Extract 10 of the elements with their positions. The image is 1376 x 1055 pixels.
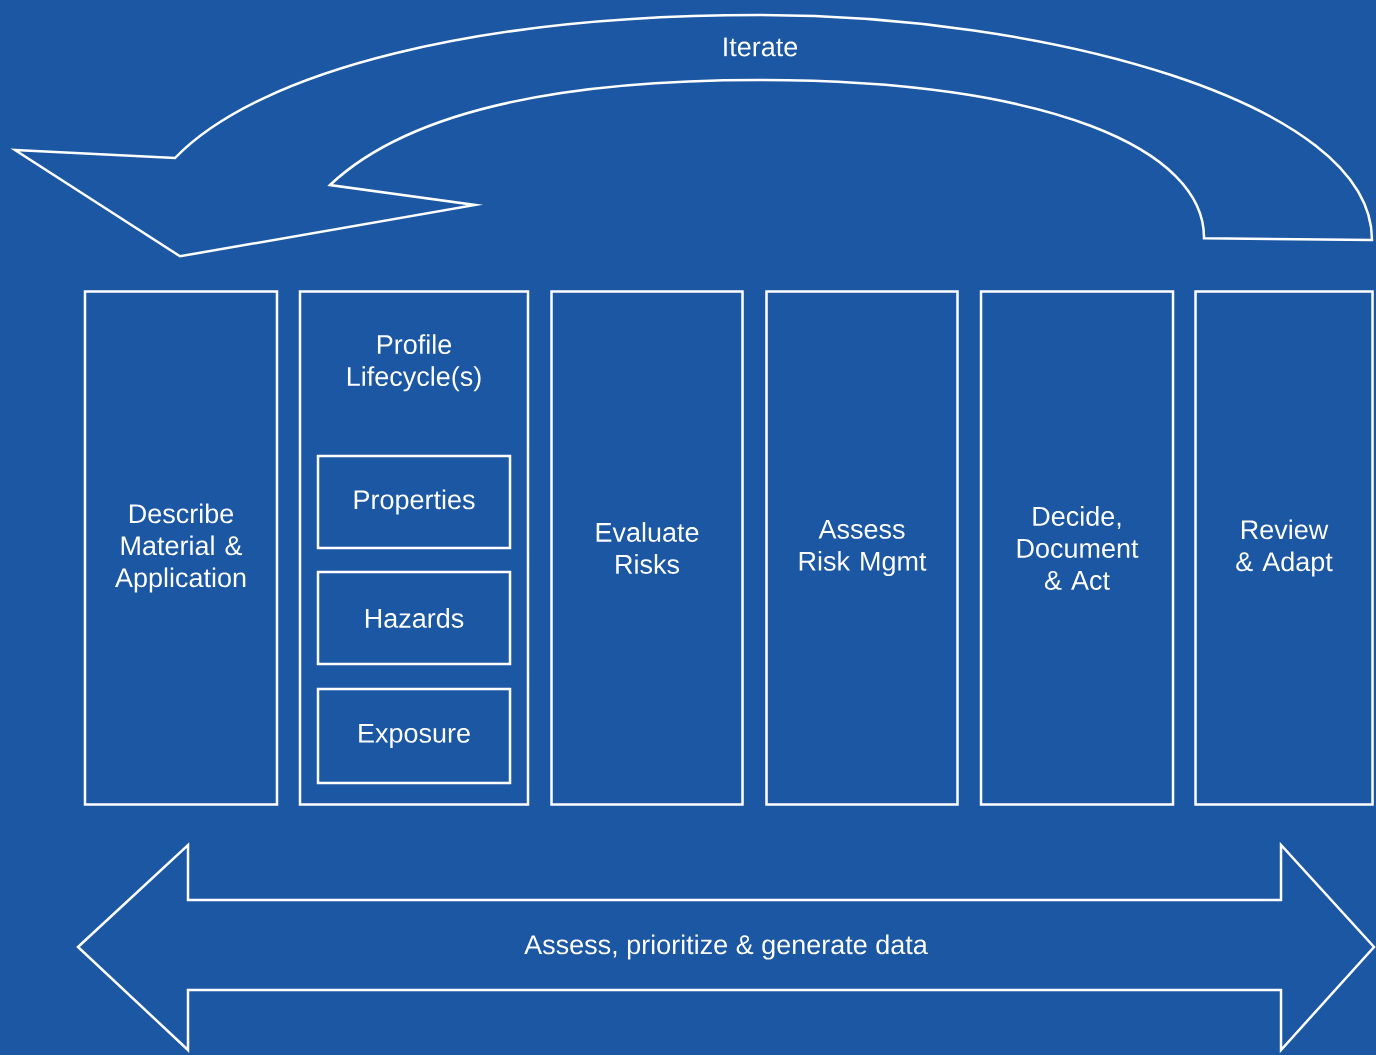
step-box: Review & Adapt	[1194, 290, 1374, 806]
step-box: Evaluate Risks	[550, 290, 744, 806]
sub-step-box: Hazards	[316, 570, 512, 666]
curved-arrow	[13, 13, 1374, 258]
step-box: Decide, Document & Act	[979, 290, 1175, 806]
step-box: Describe Material & Application	[83, 290, 279, 806]
step-box: Assess Risk Mgmt	[765, 290, 959, 806]
sub-step-box: Properties	[316, 454, 512, 550]
double-arrow-band: Assess, prioritize & generate data	[76, 841, 1376, 1054]
sub-step-box: Exposure	[316, 687, 512, 785]
